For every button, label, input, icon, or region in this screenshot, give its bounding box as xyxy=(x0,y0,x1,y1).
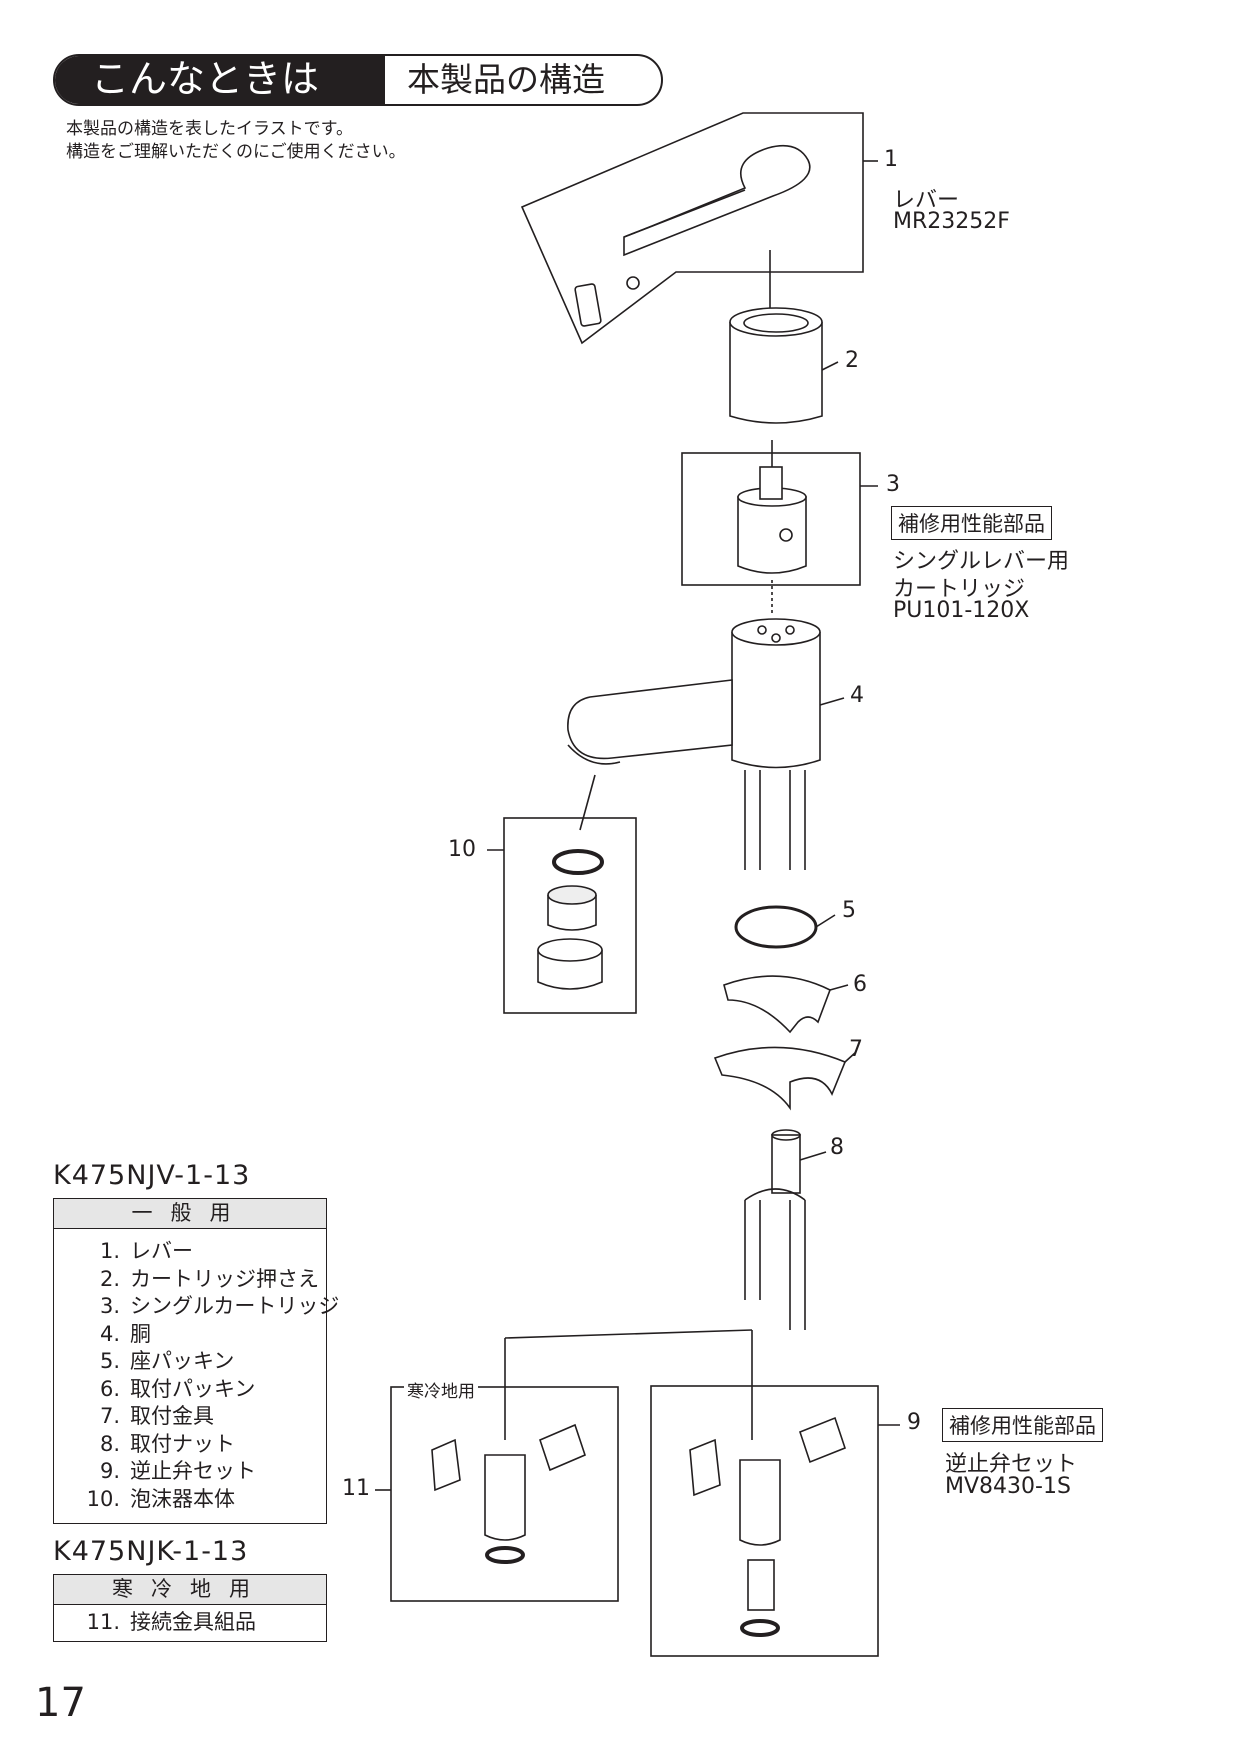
parts-list-item-number: 5. xyxy=(99,1349,120,1373)
parts-list-item: 6. 取付パッキン xyxy=(54,1376,326,1404)
spout xyxy=(567,679,733,760)
parts-list-item-label: 取付金具 xyxy=(130,1404,214,1428)
parts-list-item-number: 3. xyxy=(99,1294,120,1318)
parts-list-item-number: 6. xyxy=(99,1376,120,1401)
parts-list-item-label: レバー xyxy=(130,1239,193,1263)
cold-parts-header: 寒冷地用 xyxy=(54,1575,326,1605)
cold-model: K475NJK-1-13 xyxy=(53,1536,249,1567)
mounting-packing xyxy=(723,975,832,1034)
callout-7-number: 7 xyxy=(849,1037,863,1062)
cartridge xyxy=(737,496,807,574)
lever-frame xyxy=(520,112,864,345)
parts-list-item-number: 4. xyxy=(99,1321,120,1346)
section-header: こんなときは 本製品の構造 xyxy=(53,54,663,106)
parts-list-item: 5. 座パッキン xyxy=(54,1348,326,1376)
section-title: こんなときは xyxy=(55,56,385,104)
cartridge-holder xyxy=(729,322,823,424)
parts-list-item-number: 7. xyxy=(99,1404,120,1428)
parts-list-item-label: 取付ナット xyxy=(130,1431,235,1456)
parts-list-item: 8. 取付ナット xyxy=(54,1431,326,1459)
callout-5-number: 5 xyxy=(842,898,856,923)
callout-2-number: 2 xyxy=(845,348,859,373)
parts-list-item: 4. 胴 xyxy=(54,1321,326,1349)
parts-list-item-label: 泡沫器本体 xyxy=(130,1486,235,1511)
callout-10-number: 10 xyxy=(448,837,476,862)
cold-area-frame xyxy=(390,1386,619,1602)
callout-9-number: 9 xyxy=(907,1410,921,1435)
parts-list-item: 9. 逆止弁セット xyxy=(54,1458,326,1486)
parts-list-item-number: 11. xyxy=(86,1610,120,1634)
callout-3-name-1: シングルレバー用 xyxy=(893,549,1070,574)
parts-list-item: 1. レバー xyxy=(54,1238,326,1266)
general-model: K475NJV-1-13 xyxy=(53,1160,251,1191)
parts-list-item: 11. 接続金具組品 xyxy=(54,1609,326,1637)
callout-6-number: 6 xyxy=(853,972,867,997)
callout-11-number: 11 xyxy=(342,1476,370,1501)
parts-list-item-number: 9. xyxy=(99,1459,120,1483)
callout-4-number: 4 xyxy=(850,683,864,708)
page-number: 17 xyxy=(35,1680,86,1726)
parts-list-item: 7. 取付金具 xyxy=(54,1403,326,1431)
callout-9-code: MV8430-1S xyxy=(945,1474,1071,1499)
parts-list-item-label: 接続金具組品 xyxy=(130,1610,256,1634)
parts-list-item-label: 座パッキン xyxy=(130,1349,235,1373)
cold-parts-list: 寒冷地用 11. 接続金具組品 xyxy=(53,1574,327,1642)
parts-list-item: 2. カートリッジ押さえ xyxy=(54,1266,326,1294)
callout-3-number: 3 xyxy=(886,472,900,497)
section-subtitle: 本製品の構造 xyxy=(407,60,605,99)
parts-list-item-label: シングルカートリッジ xyxy=(130,1294,340,1318)
aerator-frame xyxy=(503,817,637,1014)
parts-list-item: 3. シングルカートリッジ xyxy=(54,1293,339,1321)
general-parts-list: 一般用 1. レバー 2. カートリッジ押さえ 3. シングルカートリッジ 4. 胴 5. 座パッ… xyxy=(53,1198,339,1524)
parts-list-item-label: カートリッジ押さえ xyxy=(130,1266,319,1291)
general-parts-header: 一般用 xyxy=(54,1199,326,1229)
parts-list-item-label: 胴 xyxy=(130,1321,151,1346)
callout-3-code: PU101-120X xyxy=(893,598,1030,623)
callout-9-badge: 補修用性能部品 xyxy=(942,1408,1103,1442)
callout-3-badge: 補修用性能部品 xyxy=(891,506,1052,540)
callout-8-number: 8 xyxy=(830,1135,844,1160)
callout-1-code: MR23252F xyxy=(893,209,1010,234)
parts-list-item-label: 取付パッキン xyxy=(130,1376,256,1401)
intro-line-2: 構造をご理解いただくのにご使用ください。 xyxy=(66,142,406,162)
callout-3-name-2: カートリッジ xyxy=(893,577,1026,602)
parts-list-item-number: 10. xyxy=(86,1486,120,1511)
callout-11-label: 寒冷地用 xyxy=(404,1377,478,1402)
parts-list-item-number: 2. xyxy=(99,1266,120,1291)
parts-list-item-number: 1. xyxy=(99,1239,120,1263)
parts-list-item-label: 逆止弁セット xyxy=(130,1459,256,1483)
intro-line-1: 本製品の構造を表したイラストです。 xyxy=(66,119,353,139)
parts-list-item-number: 8. xyxy=(99,1431,120,1456)
mounting-bracket xyxy=(713,1046,847,1111)
mounting-nut xyxy=(771,1134,801,1194)
callout-1-number: 1 xyxy=(884,147,898,172)
cartridge-frame xyxy=(681,452,861,586)
faucet-body xyxy=(731,632,821,769)
parts-list-item: 10. 泡沫器本体 xyxy=(54,1486,326,1514)
callout-1-name: レバー xyxy=(893,188,960,213)
callout-9-name: 逆止弁セット xyxy=(945,1452,1078,1477)
check-valve-frame xyxy=(650,1385,879,1657)
